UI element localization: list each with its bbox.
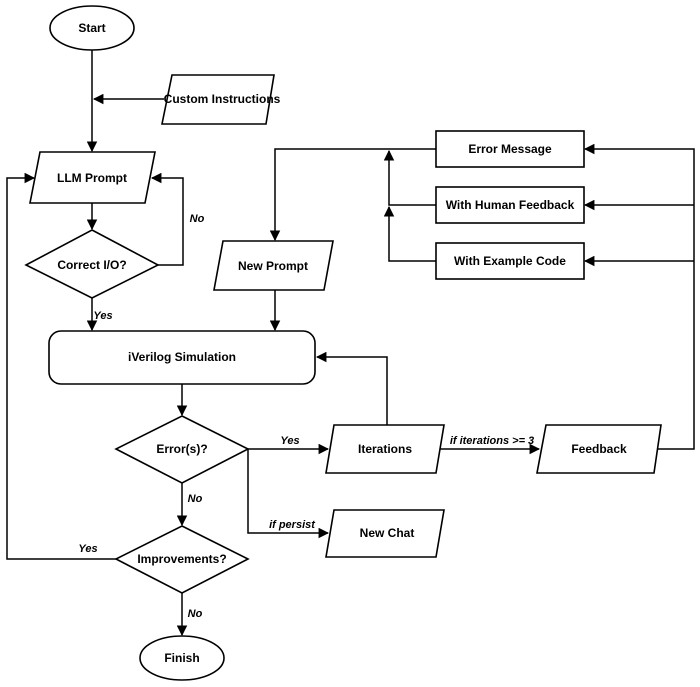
errors-label: Error(s)? — [156, 442, 207, 456]
error-message-node: Error Message — [435, 130, 585, 168]
new-prompt-node: New Prompt — [213, 240, 334, 291]
edge-label-correct-io-no: No — [190, 213, 205, 225]
iverilog-simulation-node: iVerilog Simulation — [48, 330, 316, 385]
llm-prompt-node: LLM Prompt — [29, 151, 156, 204]
correct-io-node: Correct I/O? — [24, 229, 160, 299]
with-example-code-node: With Example Code — [435, 242, 585, 280]
edge-label-improvements-yes: Yes — [78, 543, 97, 555]
iterations-node: Iterations — [325, 424, 445, 474]
with-human-feedback-node: With Human Feedback — [435, 186, 585, 224]
correct-io-label: Correct I/O? — [57, 258, 126, 272]
edge-label-if-iterations: if iterations >= 3 — [450, 435, 534, 447]
connector-iterations-to-simulation — [315, 351, 388, 425]
edge-label-errors-no: No — [188, 493, 203, 505]
edge-label-correct-io-yes: Yes — [93, 310, 112, 322]
new-prompt-label: New Prompt — [238, 259, 308, 273]
improvements-label: Improvements? — [137, 552, 226, 566]
finish-node: Finish — [139, 635, 225, 681]
connector-example-code-merge — [383, 205, 436, 262]
new-chat-node: New Chat — [325, 509, 445, 558]
new-chat-label: New Chat — [360, 526, 415, 540]
errors-node: Error(s)? — [114, 415, 250, 484]
error-message-label: Error Message — [468, 142, 552, 156]
improvements-node: Improvements? — [114, 525, 250, 594]
start-node: Start — [49, 5, 135, 51]
connector-correct-io-no-loop — [150, 172, 184, 266]
start-label: Start — [78, 21, 105, 35]
edge-label-if-persist: if persist — [269, 519, 316, 531]
connector-improvements-yes-loop — [6, 172, 116, 560]
llm-prompt-label: LLM Prompt — [57, 171, 127, 185]
connector-errors-to-new-chat — [247, 449, 330, 539]
custom-instructions-label: Custom Instructions — [164, 92, 281, 106]
iterations-label: Iterations — [358, 442, 412, 456]
connector-error-message-to-new-prompt — [269, 148, 436, 242]
feedback-label: Feedback — [571, 442, 627, 456]
with-example-code-label: With Example Code — [454, 254, 566, 268]
connector-feedback-to-error-message — [583, 143, 695, 450]
custom-instructions-node: Custom Instructions — [161, 74, 281, 125]
connector-human-feedback-merge — [383, 149, 436, 206]
edge-label-improvements-no: No — [188, 608, 203, 620]
finish-label: Finish — [164, 651, 199, 665]
edge-label-errors-yes: Yes — [280, 435, 299, 447]
feedback-node: Feedback — [536, 424, 662, 474]
with-human-feedback-label: With Human Feedback — [446, 198, 575, 212]
iverilog-simulation-label: iVerilog Simulation — [128, 350, 236, 364]
